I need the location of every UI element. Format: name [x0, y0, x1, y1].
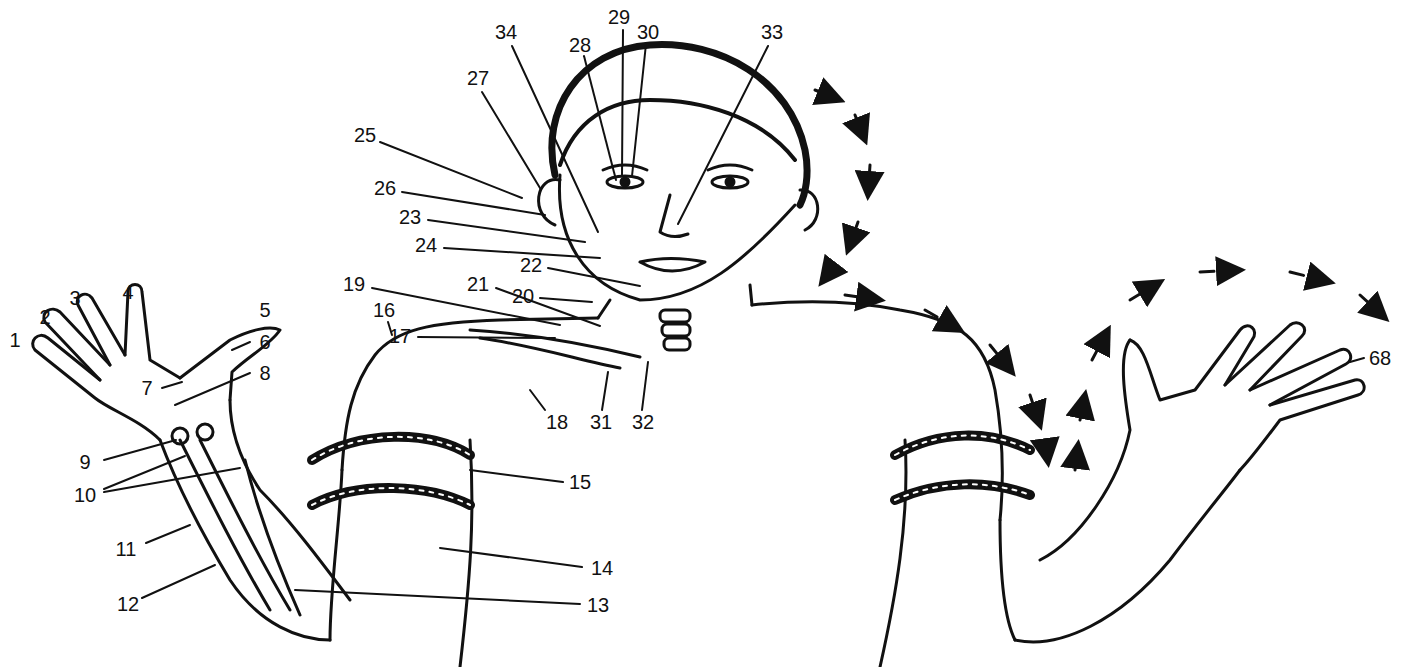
callout-number: 20: [510, 285, 536, 307]
callout-number: 11: [114, 538, 139, 560]
callout-number: 25: [352, 124, 378, 146]
callout-number: 34: [493, 21, 519, 43]
callout-number: 3: [67, 287, 82, 309]
callout-number: 12: [115, 593, 141, 615]
callout-number: 7: [139, 377, 154, 399]
callout-number: 18: [544, 411, 570, 433]
callout-number: 1: [7, 329, 22, 351]
callout-number: 23: [397, 206, 423, 228]
callout-number: 6: [257, 331, 272, 353]
callout-number: 32: [630, 411, 656, 433]
callout-number: 24: [413, 234, 439, 256]
callout-number: 19: [341, 273, 367, 295]
callout-number: 26: [372, 177, 398, 199]
callout-number: 68: [1367, 347, 1393, 369]
callout-number: 17: [387, 325, 413, 347]
callout-number: 16: [371, 299, 397, 321]
callout-number: 5: [257, 299, 272, 321]
callout-number: 14: [589, 557, 615, 579]
callout-number: 33: [759, 21, 785, 43]
callout-number: 31: [588, 411, 614, 433]
callout-number: 15: [567, 471, 593, 493]
callout-number: 29: [606, 6, 632, 28]
callout-number: 13: [585, 594, 611, 616]
callout-number: 8: [257, 362, 272, 384]
callout-number: 30: [635, 21, 661, 43]
callout-number: 22: [518, 254, 544, 276]
callout-number: 4: [120, 281, 135, 303]
callout-number: 9: [77, 451, 92, 473]
callout-number: 28: [567, 34, 593, 56]
callout-number: 21: [465, 273, 491, 295]
callout-number: 27: [465, 67, 491, 89]
callout-number: 10: [72, 484, 98, 506]
callout-number: 2: [37, 306, 52, 328]
